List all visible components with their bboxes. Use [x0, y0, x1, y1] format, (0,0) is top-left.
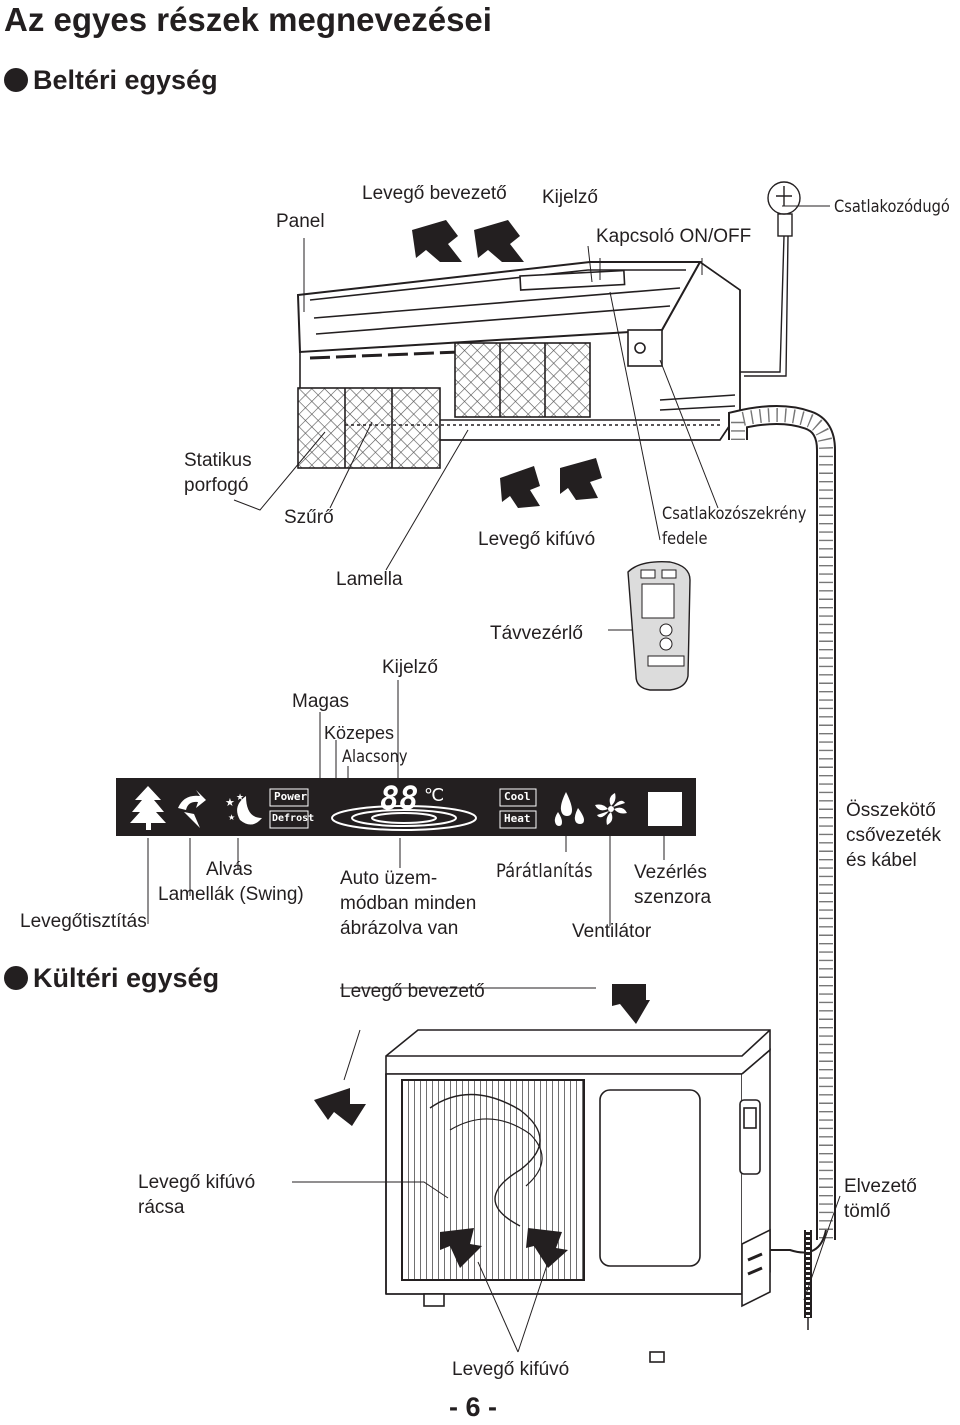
svg-text:★: ★: [228, 813, 235, 822]
display-label: Kijelző: [542, 187, 598, 208]
static-fan-label: Statikus porfogó: [184, 450, 252, 496]
outdoor-unit: [385, 1029, 771, 1363]
panel-display-label: Kijelző: [382, 657, 438, 678]
outlet-grille-label: Levegő kifúvó rácsa: [138, 1172, 256, 1218]
air-inlet-label: Levegő bevezető: [362, 183, 507, 204]
sleep-label: Alvás: [206, 859, 253, 880]
pipes-label: Összekötő csővezeték és kábel: [846, 800, 942, 871]
connecting-pipe: [728, 405, 836, 1330]
filter-label: Szűrő: [284, 507, 334, 528]
svg-text:★: ★: [236, 793, 244, 803]
auto-mode-note: Auto üzem- módban minden ábrázolva van: [340, 868, 477, 939]
drain-label: Elvezető tömlő: [844, 1176, 917, 1222]
cool-label: Cool: [504, 790, 531, 803]
swing-label: Lamellák (Swing): [158, 884, 304, 905]
panel-label: Panel: [276, 211, 325, 232]
power-cord: [740, 181, 801, 377]
outdoor-air-outlet-label: Levegő kifúvó: [452, 1359, 570, 1380]
page-title: Az egyes részek megnevezései: [4, 1, 492, 38]
sensor-label: Vezérlés szenzora: [634, 862, 712, 908]
air-outlet-label: Levegő kifúvó: [478, 529, 596, 550]
display-leader-lines: [147, 680, 665, 926]
outdoor-arrows: [314, 984, 650, 1268]
air-inlet-arrows: [412, 220, 524, 262]
page-number: - 6 -: [449, 1392, 498, 1422]
air-outlet-arrows: [500, 458, 602, 508]
outdoor-leader-lines: [292, 987, 841, 1353]
air-purify-label: Levegőtisztítás: [20, 911, 147, 932]
digits-readout: 88: [380, 779, 419, 817]
outdoor-air-inlet-label: Levegő bevezető: [340, 981, 485, 1002]
bullet-icon: [4, 966, 28, 990]
svg-text:★: ★: [225, 796, 235, 809]
celsius-unit: ℃: [424, 785, 445, 805]
dehumidify-label: Párátlanítás: [496, 860, 593, 882]
indoor-heading: Beltéri egység: [33, 65, 218, 95]
heat-label: Heat: [504, 812, 531, 825]
remote-label: Távvezérlő: [490, 623, 583, 644]
remote-control-illustration: [627, 561, 691, 691]
defrost-label: Defrost: [272, 813, 315, 824]
louver-label: Lamella: [336, 569, 403, 590]
display-panel-graphic: ★ ★ ★: [116, 778, 696, 836]
indoor-unit: [296, 261, 741, 469]
plug-label: Csatlakozódugó: [834, 197, 950, 217]
medium-label: Közepes: [324, 723, 395, 743]
bullet-icon: [4, 68, 28, 92]
fan-label: Ventilátor: [572, 921, 652, 942]
terminal-cover-label: Csatlakozószekrény fedele: [662, 504, 807, 549]
power-label: Power: [274, 790, 308, 803]
high-label: Magas: [292, 691, 350, 712]
outdoor-heading: Kültéri egység: [33, 963, 220, 993]
low-label: Alacsony: [342, 747, 408, 767]
switch-label: Kapcsoló ON/OFF: [596, 226, 752, 247]
leader-lines: [233, 205, 830, 631]
